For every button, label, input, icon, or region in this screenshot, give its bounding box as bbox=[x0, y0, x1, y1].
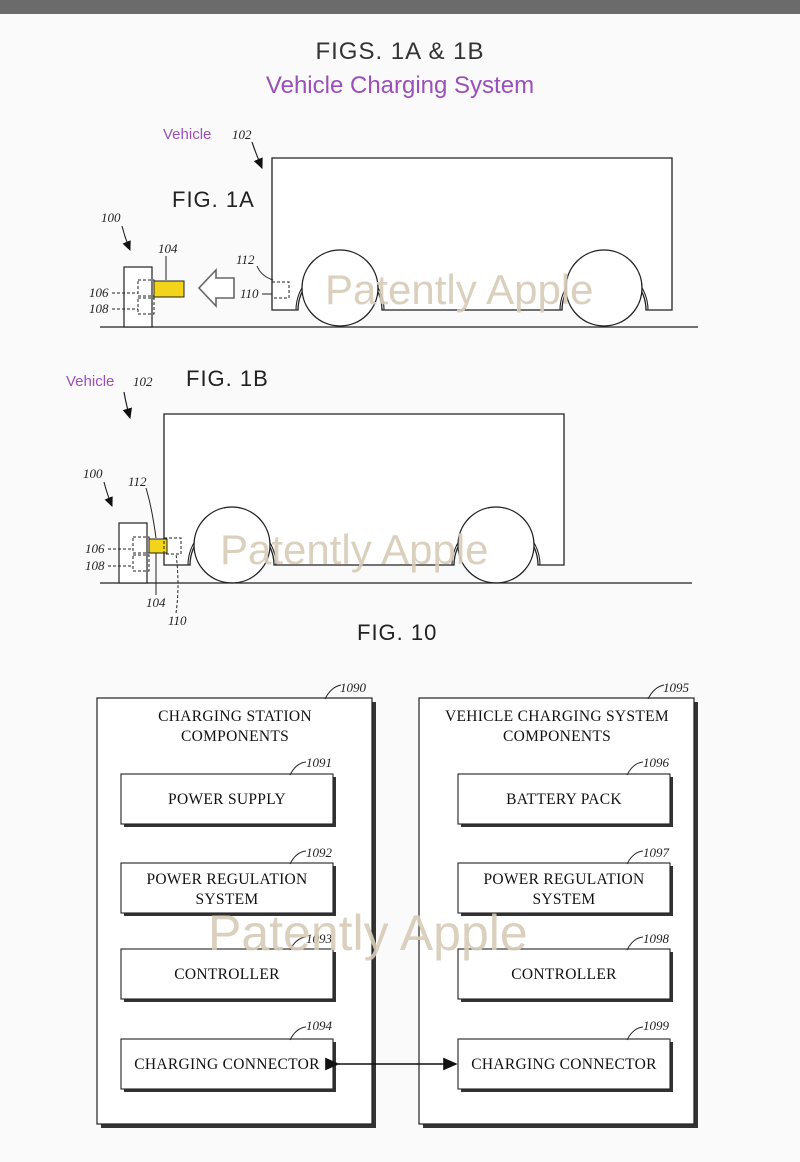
charging-connector-1b bbox=[148, 538, 168, 554]
ref-1098: 1098 bbox=[643, 931, 670, 946]
ref-112-1b: 112 bbox=[128, 474, 147, 489]
page-title: FIGS. 1A & 1B bbox=[315, 38, 485, 65]
ref-1099: 1099 bbox=[643, 1018, 670, 1033]
box-power-regulation-vehicle: 1097 POWER REGULATION SYSTEM bbox=[457, 845, 673, 916]
box-charging-connector-vehicle: 1099 CHARGING CONNECTOR bbox=[457, 1018, 673, 1092]
station-title-line1: CHARGING STATION bbox=[158, 708, 312, 725]
ref-108-1a: 108 bbox=[89, 301, 109, 316]
ref-110-1b: 110 bbox=[168, 613, 187, 628]
ref-1096: 1096 bbox=[643, 755, 670, 770]
box-power-supply: 1091 POWER SUPPLY bbox=[120, 755, 336, 827]
fig-10-label: FIG. 10 bbox=[357, 620, 437, 645]
box-power-regulation-station: 1092 POWER REGULATION SYSTEM bbox=[120, 845, 336, 916]
controller-label-vehicle: CONTROLLER bbox=[511, 966, 617, 983]
ref-1093: 1093 bbox=[306, 931, 333, 946]
fig-1b-label: FIG. 1B bbox=[186, 366, 269, 391]
page-subtitle: Vehicle Charging System bbox=[265, 72, 535, 99]
box-controller-vehicle: 1098 CONTROLLER bbox=[457, 931, 673, 1002]
vehicle-title-line2: COMPONENTS bbox=[503, 728, 611, 745]
fig-1b: Vehicle 102 FIG. 1B 100 112 106 108 104 … bbox=[66, 366, 692, 628]
ref-1095: 1095 bbox=[663, 680, 690, 695]
ref-108-1b: 108 bbox=[85, 558, 105, 573]
power-regulation-vehicle-label-1: POWER REGULATION bbox=[483, 871, 644, 888]
power-supply-label: POWER SUPPLY bbox=[168, 791, 286, 808]
ref-102-1a: 102 bbox=[232, 127, 252, 142]
motion-arrow-icon bbox=[197, 267, 235, 309]
ref-1090: 1090 bbox=[340, 680, 367, 695]
vehicle-charging-system-components: 1095 VEHICLE CHARGING SYSTEM COMPONENTS … bbox=[418, 680, 698, 1128]
charging-station-components: 1090 CHARGING STATION COMPONENTS 1091 PO… bbox=[96, 680, 376, 1128]
wheel-front-1a bbox=[301, 249, 379, 327]
charging-station-1a bbox=[123, 266, 153, 328]
ref-100-1a: 100 bbox=[101, 210, 121, 225]
ref-1097: 1097 bbox=[643, 845, 670, 860]
ref-104-1a: 104 bbox=[158, 241, 178, 256]
charging-connector-1a bbox=[153, 280, 185, 298]
charging-connector-label-station: CHARGING CONNECTOR bbox=[134, 1056, 320, 1073]
box-controller-station: 1093 CONTROLLER bbox=[120, 931, 336, 1002]
vehicle-title-line1: VEHICLE CHARGING SYSTEM bbox=[445, 708, 669, 725]
battery-pack-label: BATTERY PACK bbox=[506, 791, 622, 808]
ref-1091: 1091 bbox=[306, 755, 332, 770]
ref-1092: 1092 bbox=[306, 845, 333, 860]
power-regulation-label-1: POWER REGULATION bbox=[146, 871, 307, 888]
ref-100-1b: 100 bbox=[83, 466, 103, 481]
fig-1a-label: FIG. 1A bbox=[172, 187, 255, 212]
top-bar bbox=[0, 0, 800, 14]
vehicle-label-1a: Vehicle bbox=[163, 126, 211, 143]
ref-110-1a: 110 bbox=[240, 286, 259, 301]
vehicle-label-1b: Vehicle bbox=[66, 373, 114, 390]
fig-1a: Vehicle 102 FIG. 1A 112 110 100 104 106 … bbox=[89, 126, 698, 328]
power-regulation-label-2: SYSTEM bbox=[196, 891, 259, 908]
charging-connector-label-vehicle: CHARGING CONNECTOR bbox=[471, 1056, 657, 1073]
ref-102-1b: 102 bbox=[133, 374, 153, 389]
box-battery-pack: 1096 BATTERY PACK bbox=[457, 755, 673, 827]
watermark-1b: Patently Apple bbox=[220, 526, 489, 573]
watermark-10: Patently Apple bbox=[208, 905, 528, 961]
ref-1094: 1094 bbox=[306, 1018, 333, 1033]
power-regulation-vehicle-label-2: SYSTEM bbox=[533, 891, 596, 908]
watermark-1a: Patently Apple bbox=[325, 266, 594, 313]
station-title-line2: COMPONENTS bbox=[181, 728, 289, 745]
wheel-rear-1a bbox=[565, 249, 643, 327]
ref-106-1b: 106 bbox=[85, 541, 105, 556]
ref-104-1b: 104 bbox=[146, 595, 166, 610]
controller-label-station: CONTROLLER bbox=[174, 966, 280, 983]
box-charging-connector-station: 1094 CHARGING CONNECTOR bbox=[120, 1018, 336, 1092]
ref-112-1a: 112 bbox=[236, 252, 255, 267]
fig-10: FIG. 10 1090 CHARGING STATION COMPONENTS… bbox=[96, 620, 698, 1128]
ref-106-1a: 106 bbox=[89, 285, 109, 300]
